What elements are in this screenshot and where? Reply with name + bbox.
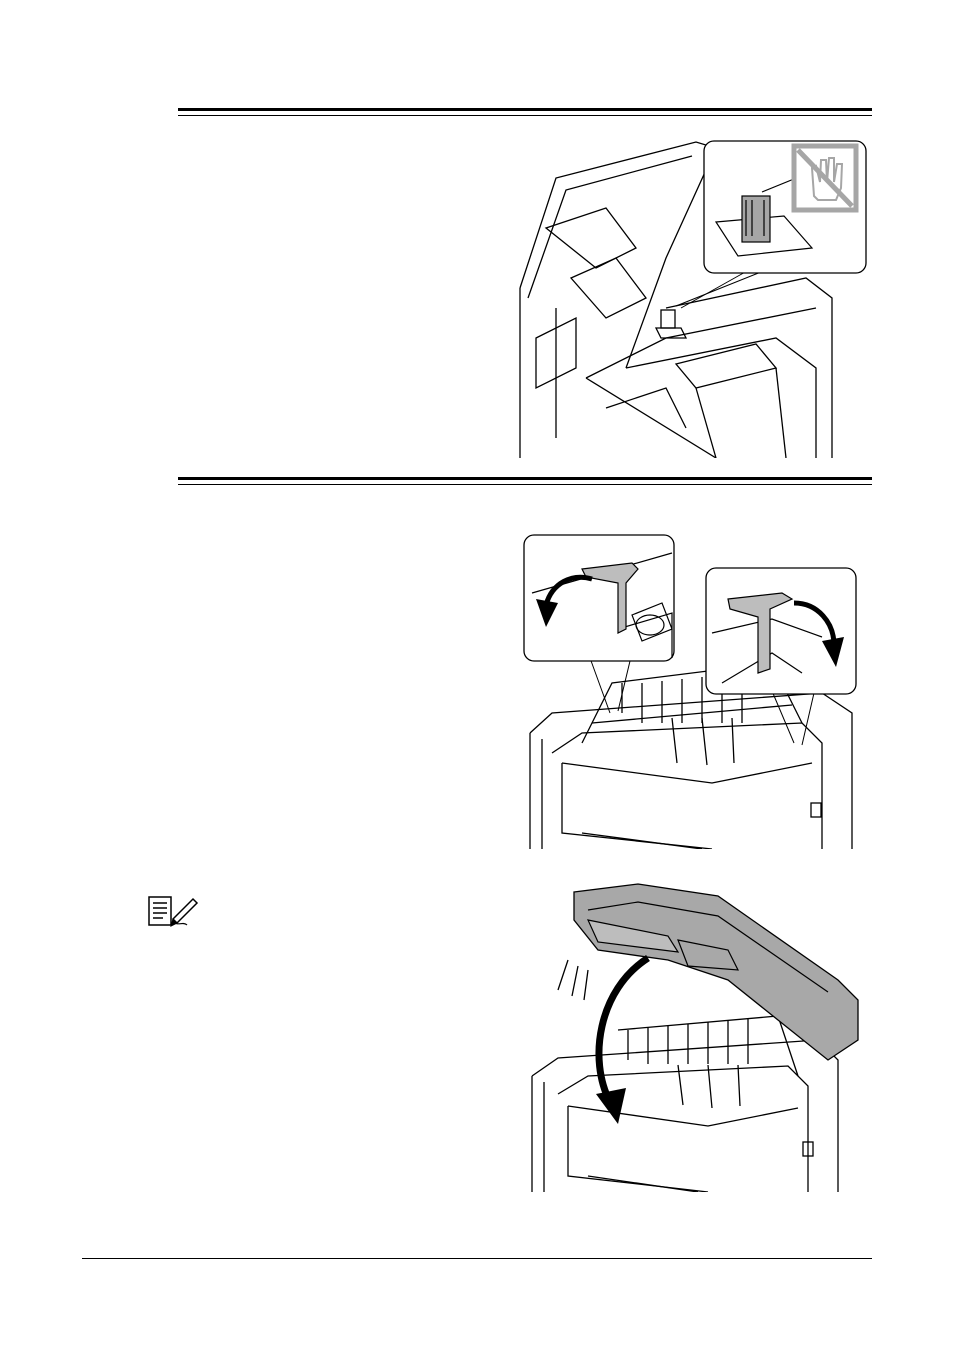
fuser-interior-figure <box>516 138 872 458</box>
close-top-cover-figure <box>528 880 864 1192</box>
close-top-cover-illustration <box>528 880 864 1192</box>
fuser-levers-illustration <box>522 533 862 849</box>
close-cover-arrow-icon <box>596 958 648 1124</box>
footer-rule <box>82 1258 872 1259</box>
note-pencil-icon <box>147 895 199 929</box>
section-2-rule-thick <box>178 477 872 480</box>
top-cover-shape <box>574 884 858 1060</box>
fuser-interior-illustration <box>516 138 872 458</box>
section-1-rule-thick <box>178 108 872 111</box>
section-2-rule-thin <box>178 484 872 485</box>
section-1-rule-thin <box>178 115 872 116</box>
fuser-levers-figure <box>522 533 862 849</box>
do-not-touch-hand-icon <box>794 146 856 210</box>
